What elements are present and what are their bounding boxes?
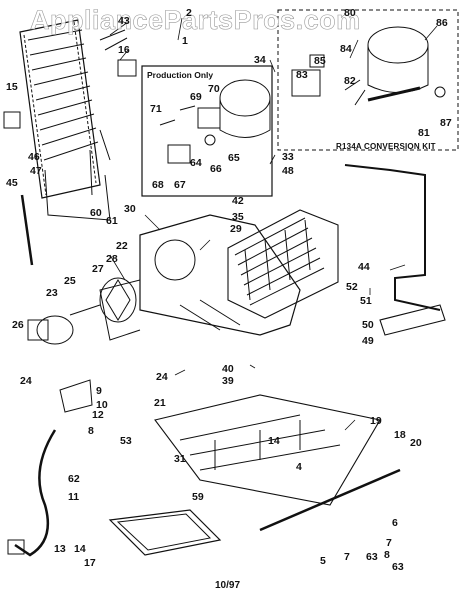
- evaporator-coil: [3, 19, 137, 199]
- callout: 50: [362, 319, 374, 331]
- callout: 29: [230, 223, 242, 235]
- callout: 61: [106, 215, 118, 227]
- callout: 17: [84, 557, 96, 569]
- machine-compartment-frame: [99, 214, 301, 341]
- callout: 21: [154, 397, 166, 409]
- callout: 25: [64, 275, 76, 287]
- callout: 19: [370, 415, 382, 427]
- power-cord: [14, 429, 57, 557]
- callout: 24: [156, 371, 168, 383]
- baffle: [379, 304, 446, 336]
- callout: 39: [222, 375, 234, 387]
- callout: 53: [120, 435, 132, 447]
- callout: 14: [268, 435, 280, 447]
- callout: 63: [392, 561, 404, 573]
- callout: 44: [358, 261, 370, 273]
- callout: 11: [68, 491, 80, 503]
- callout: 30: [124, 203, 136, 215]
- callout: 2: [186, 7, 192, 19]
- callout: 4: [296, 461, 302, 473]
- relay-cover: [59, 379, 93, 413]
- callout: 23: [46, 287, 58, 299]
- conversion-kit-box: [277, 9, 459, 151]
- drain-pan: [108, 509, 222, 556]
- callout: 42: [232, 195, 244, 207]
- revision-date: 10/97: [215, 580, 241, 591]
- callout: 83: [296, 69, 308, 81]
- evaporator-bracket: [20, 129, 111, 266]
- callout: 9: [96, 385, 102, 397]
- callout: 6: [392, 517, 398, 529]
- callout: 66: [210, 163, 222, 175]
- callout: 49: [362, 335, 374, 347]
- callout: 40: [222, 363, 234, 375]
- callout: 13: [54, 543, 66, 555]
- callout: 65: [228, 152, 240, 164]
- callout: 45: [6, 177, 18, 189]
- production-only-label: Production Only: [147, 70, 214, 80]
- callout: 52: [346, 281, 358, 293]
- callout: 22: [116, 240, 128, 252]
- callout: 7: [386, 537, 392, 549]
- callout: 85: [314, 55, 326, 67]
- callout: 12: [92, 409, 104, 421]
- callout: 35: [232, 211, 244, 223]
- callout: 63: [366, 551, 378, 563]
- callout: 47: [30, 165, 42, 177]
- callout: 60: [90, 207, 102, 219]
- callout: 27: [92, 263, 104, 275]
- base-frame: [154, 394, 401, 532]
- callout: 16: [118, 44, 130, 56]
- callout: 7: [344, 551, 350, 563]
- callout: 33: [282, 151, 294, 163]
- callout: 82: [344, 75, 356, 87]
- callout: 24: [20, 375, 32, 387]
- callout: 68: [152, 179, 164, 191]
- callout: 14: [74, 543, 86, 555]
- callout: 70: [208, 83, 220, 95]
- conversion-compressor: [291, 26, 446, 106]
- callout: 43: [118, 15, 130, 27]
- callout: 5: [320, 555, 326, 567]
- callout: 81: [418, 127, 430, 139]
- callout: 26: [12, 319, 24, 331]
- callout: 1: [182, 35, 188, 47]
- conversion-kit-label: R134A CONVERSION KIT: [336, 142, 436, 151]
- callout: 86: [436, 17, 448, 29]
- callout: 34: [254, 54, 266, 66]
- leader-lines: [109, 17, 438, 431]
- condenser-tube: [344, 164, 441, 311]
- callout: 64: [190, 157, 202, 169]
- watermark: AppliancePartsPros.com: [30, 5, 361, 36]
- callout: 80: [344, 7, 356, 19]
- callout: 8: [384, 549, 390, 561]
- callout: 67: [174, 179, 186, 191]
- callout: 8: [88, 425, 94, 437]
- condenser-coil: [227, 209, 339, 319]
- production-compressor: [159, 79, 271, 164]
- callout: 51: [360, 295, 372, 307]
- callout: 18: [394, 429, 406, 441]
- callout: 87: [440, 117, 452, 129]
- callout: 59: [192, 491, 204, 503]
- callout: 71: [150, 103, 162, 115]
- callout: 10: [96, 399, 108, 411]
- condenser-fan: [27, 277, 137, 345]
- callout: 48: [282, 165, 294, 177]
- callout: 62: [68, 473, 80, 485]
- callout: 20: [410, 437, 422, 449]
- callout: 69: [190, 91, 202, 103]
- callout: 46: [28, 151, 40, 163]
- callout: 31: [174, 453, 186, 465]
- callout: 84: [340, 43, 352, 55]
- cord-plug: [7, 539, 25, 555]
- callout: 15: [6, 81, 18, 93]
- production-only-box: [141, 65, 273, 197]
- callout: 28: [106, 253, 118, 265]
